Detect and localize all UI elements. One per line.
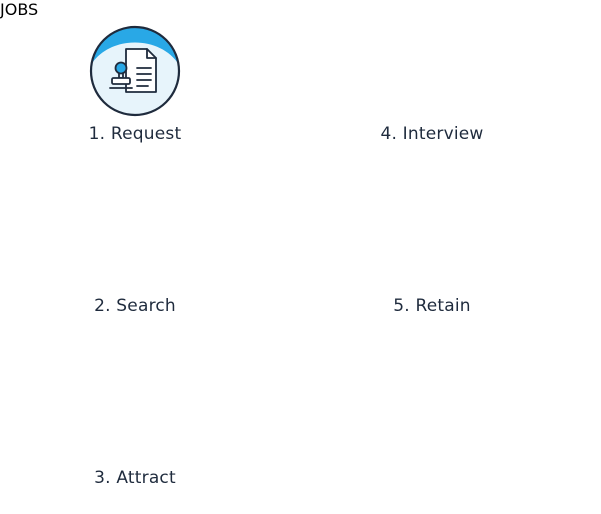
step-request-label: 1. Request — [88, 124, 182, 144]
step-search-circle: JOBS — [0, 0, 38, 19]
step-interview-label: 4. Interview — [380, 124, 484, 144]
step-search-node: JOBS — [0, 0, 38, 19]
step-search-label: 2. Search — [94, 296, 176, 316]
step-attract-label: 3. Attract — [94, 468, 176, 488]
step-retain-label: 5. Retain — [393, 296, 471, 316]
jobs-icon-text: JOBS — [0, 0, 39, 19]
jobs-magnifier-icon: JOBS — [0, 0, 38, 19]
step-request-node — [89, 25, 181, 117]
stamped-document-icon — [109, 48, 157, 93]
